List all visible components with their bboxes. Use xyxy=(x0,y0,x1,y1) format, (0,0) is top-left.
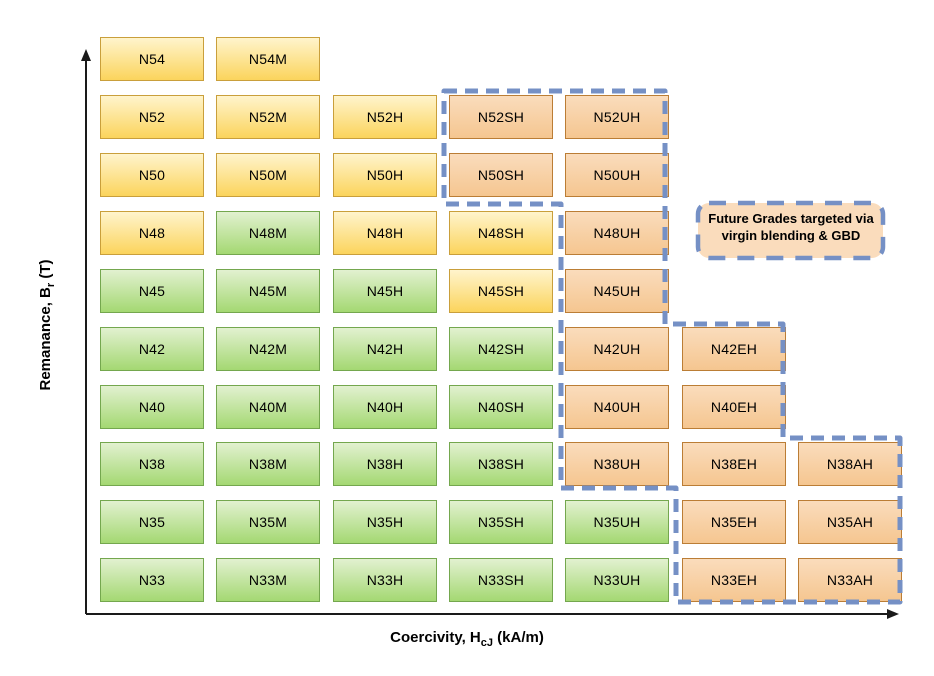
grade-cell-n38ah: N38AH xyxy=(798,442,902,486)
grade-cell-n42m: N42M xyxy=(216,327,320,371)
grade-cell-n33m: N33M xyxy=(216,558,320,602)
grade-cell-n35ah: N35AH xyxy=(798,500,902,544)
grade-cell-n33h: N33H xyxy=(333,558,437,602)
y-axis-label-subscript: r xyxy=(45,282,57,288)
grade-cell-n48h: N48H xyxy=(333,211,437,255)
x-axis-label-unit: (kA/m) xyxy=(493,629,544,646)
grade-cell-n52uh: N52UH xyxy=(565,95,669,139)
grade-cell-n33sh: N33SH xyxy=(449,558,553,602)
grade-cell-n48: N48 xyxy=(100,211,204,255)
grade-cell-n42eh: N42EH xyxy=(682,327,786,371)
grade-cell-n33: N33 xyxy=(100,558,204,602)
grade-cell-n45sh: N45SH xyxy=(449,269,553,313)
grade-cell-n54m: N54M xyxy=(216,37,320,81)
grade-cell-n35m: N35M xyxy=(216,500,320,544)
grade-cell-n40h: N40H xyxy=(333,385,437,429)
grade-cell-n40uh: N40UH xyxy=(565,385,669,429)
grade-cell-n42: N42 xyxy=(100,327,204,371)
grade-cell-n50sh: N50SH xyxy=(449,153,553,197)
grade-cell-n52h: N52H xyxy=(333,95,437,139)
grade-cell-n50h: N50H xyxy=(333,153,437,197)
grade-cell-n48m: N48M xyxy=(216,211,320,255)
y-axis-label-text: Remanance, B xyxy=(37,287,54,391)
grade-cell-n40: N40 xyxy=(100,385,204,429)
x-axis-label-subscript: cJ xyxy=(480,637,493,649)
grade-cell-n42h: N42H xyxy=(333,327,437,371)
grade-cell-n33eh: N33EH xyxy=(682,558,786,602)
grade-cell-n45: N45 xyxy=(100,269,204,313)
grade-cell-n42uh: N42UH xyxy=(565,327,669,371)
y-axis-label: Remanance, Br (T) xyxy=(37,175,57,475)
grade-cell-n45m: N45M xyxy=(216,269,320,313)
grade-cell-n48sh: N48SH xyxy=(449,211,553,255)
grade-cell-n48uh: N48UH xyxy=(565,211,669,255)
grade-cell-n40eh: N40EH xyxy=(682,385,786,429)
grade-cell-n35eh: N35EH xyxy=(682,500,786,544)
grade-cell-n38h: N38H xyxy=(333,442,437,486)
grade-cell-n40sh: N40SH xyxy=(449,385,553,429)
grade-cell-n35sh: N35SH xyxy=(449,500,553,544)
x-axis-label: Coercivity, HcJ (kA/m) xyxy=(0,629,934,649)
annotation-line-1: Future Grades targeted via xyxy=(708,211,874,226)
grade-cell-n33ah: N33AH xyxy=(798,558,902,602)
grade-cell-n38sh: N38SH xyxy=(449,442,553,486)
grade-cell-n35: N35 xyxy=(100,500,204,544)
x-axis-label-text: Coercivity, H xyxy=(390,629,481,646)
grade-cell-n38eh: N38EH xyxy=(682,442,786,486)
grade-cell-n45uh: N45UH xyxy=(565,269,669,313)
grade-cell-n35uh: N35UH xyxy=(565,500,669,544)
grade-cell-n35h: N35H xyxy=(333,500,437,544)
grade-cell-n52sh: N52SH xyxy=(449,95,553,139)
y-axis-label-unit: (T) xyxy=(37,259,54,283)
grade-cell-n50uh: N50UH xyxy=(565,153,669,197)
grade-cell-n38m: N38M xyxy=(216,442,320,486)
grade-cell-n52m: N52M xyxy=(216,95,320,139)
grade-cell-n38: N38 xyxy=(100,442,204,486)
grade-cell-n54: N54 xyxy=(100,37,204,81)
annotation-text: Future Grades targeted via virgin blendi… xyxy=(699,210,883,244)
grade-cell-n38uh: N38UH xyxy=(565,442,669,486)
grade-cell-n52: N52 xyxy=(100,95,204,139)
annotation-line-2: virgin blending & GBD xyxy=(721,228,861,243)
grade-cell-n50: N50 xyxy=(100,153,204,197)
grade-cell-n50m: N50M xyxy=(216,153,320,197)
grade-cell-n42sh: N42SH xyxy=(449,327,553,371)
grade-cell-n45h: N45H xyxy=(333,269,437,313)
grade-cell-n33uh: N33UH xyxy=(565,558,669,602)
grade-cell-n40m: N40M xyxy=(216,385,320,429)
